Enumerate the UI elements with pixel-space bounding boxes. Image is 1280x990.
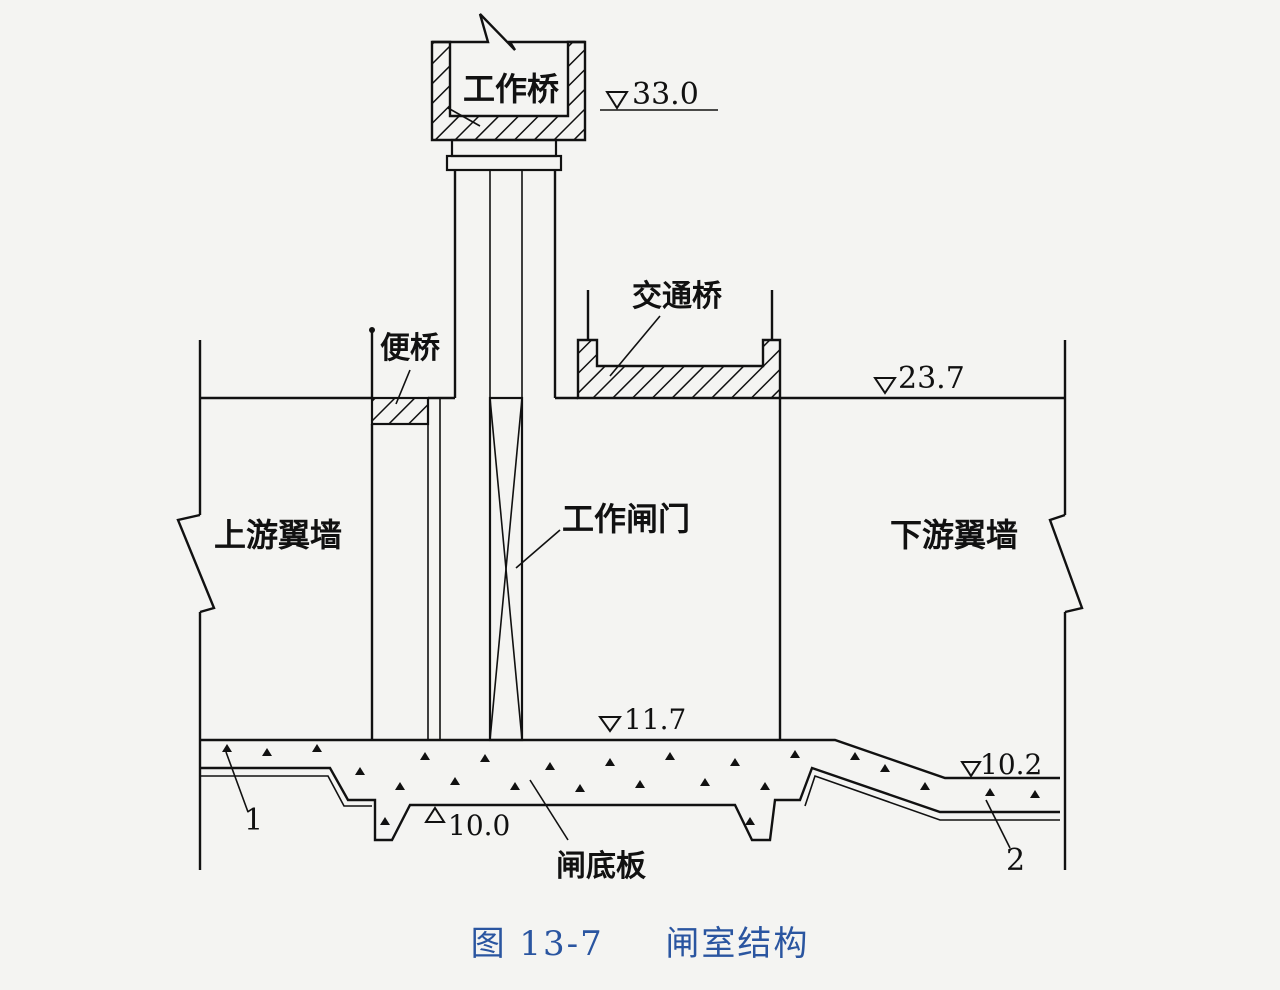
figure-title: 闸室结构 bbox=[665, 924, 810, 964]
elevation-10-0-label: 10.0 bbox=[448, 809, 510, 842]
marker-1-label: 1 bbox=[244, 803, 263, 838]
work-bridge bbox=[430, 13, 587, 172]
elevation-23-7 bbox=[873, 377, 897, 395]
gate-floor-label: 闸底板 bbox=[556, 849, 646, 884]
work-gate-label: 工作闸门 bbox=[562, 500, 690, 538]
work-bridge-label: 工作桥 bbox=[463, 70, 559, 108]
elevation-10-2-label: 10.2 bbox=[980, 748, 1042, 781]
pier-column bbox=[453, 170, 557, 398]
elevation-11-7-label: 11.7 bbox=[624, 703, 686, 736]
marker-2-label: 2 bbox=[1006, 843, 1025, 878]
elevation-33-label: 33.0 bbox=[632, 77, 699, 112]
figure-caption: 图 13-7 闸室结构 bbox=[0, 916, 1280, 965]
leader-lines bbox=[225, 107, 1011, 849]
service-bridge-label: 便桥 bbox=[380, 331, 440, 366]
figure-number: 图 13-7 bbox=[470, 924, 604, 964]
elevation-23-7-label: 23.7 bbox=[898, 361, 965, 396]
downstream-wing-wall bbox=[780, 340, 1084, 870]
elevation-10-2 bbox=[960, 761, 982, 778]
work-gate bbox=[488, 396, 524, 742]
traffic-bridge bbox=[555, 290, 782, 740]
gate-floor-slab bbox=[200, 738, 1060, 842]
traffic-bridge-label: 交通桥 bbox=[632, 279, 722, 314]
upstream-wing-wall-label: 上游翼墙 bbox=[214, 516, 342, 554]
elevation-10-0 bbox=[424, 806, 446, 823]
elevation-11-7 bbox=[598, 716, 622, 733]
elevation-33 bbox=[600, 91, 718, 111]
service-bridge bbox=[369, 327, 455, 740]
downstream-wing-wall-label: 下游翼墙 bbox=[890, 516, 1018, 554]
concrete-aggregate bbox=[222, 744, 1040, 825]
